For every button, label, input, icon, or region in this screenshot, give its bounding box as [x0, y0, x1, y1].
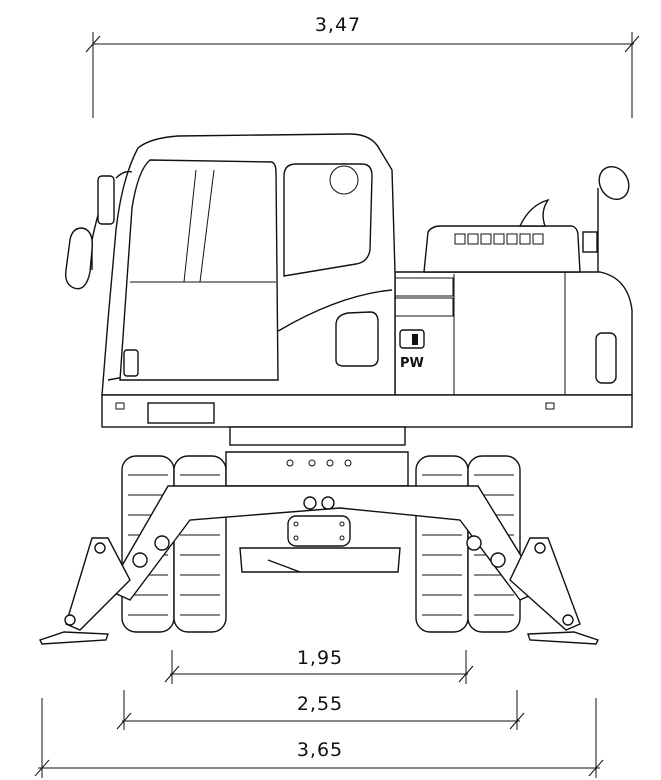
undercarriage	[39, 451, 599, 645]
mirror-right	[582, 165, 630, 272]
cab-door-window	[283, 163, 373, 277]
upper-structure: PW	[64, 133, 633, 396]
dimension-outrigger-span: 3,65	[34, 698, 604, 778]
dimension-label-track-inner: 1,95	[297, 647, 343, 669]
cab-front-window	[119, 159, 279, 381]
stabilizer-pad-left	[39, 631, 109, 645]
dimension-track-outer: 2,55	[116, 690, 525, 730]
mirror-left	[64, 170, 133, 290]
hood-vents	[454, 233, 544, 245]
rear-light	[595, 332, 617, 384]
front-light	[123, 349, 139, 377]
dimension-label-overall-width: 3,47	[315, 14, 361, 36]
dimension-label-outrigger-span: 3,65	[297, 739, 343, 761]
stabilizer-pad-right	[527, 631, 599, 645]
house-base	[101, 394, 633, 446]
dimension-overall-width: 3,47	[85, 14, 640, 118]
dimension-label-track-outer: 2,55	[297, 693, 343, 715]
tire-inner-left	[173, 455, 227, 633]
model-badge: PW	[400, 356, 424, 371]
tire-inner-right	[415, 455, 469, 633]
dimension-track-inner: 1,95	[164, 647, 474, 684]
axle-center-plate	[287, 515, 351, 547]
